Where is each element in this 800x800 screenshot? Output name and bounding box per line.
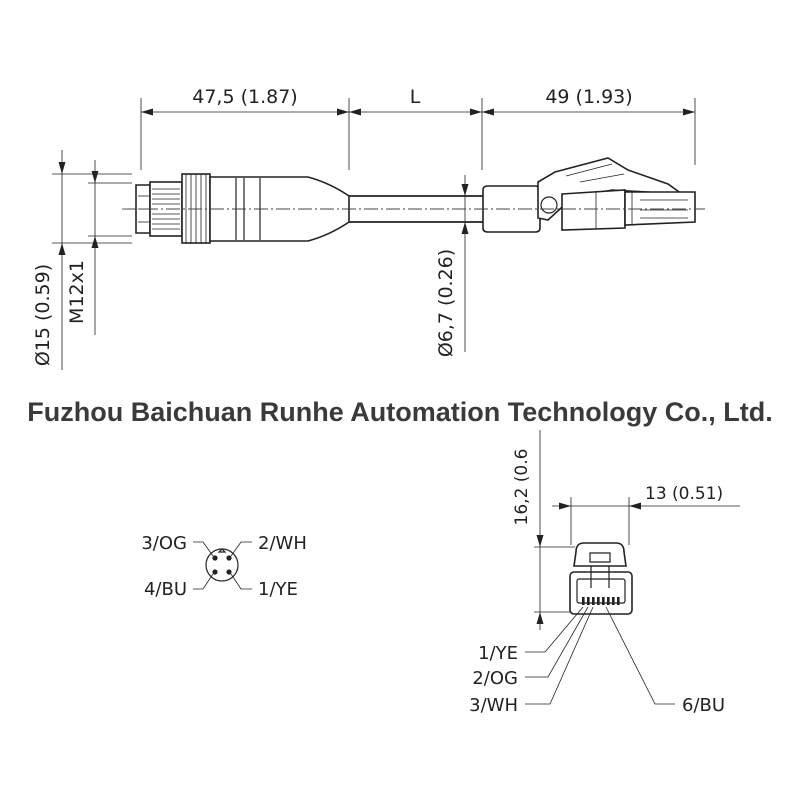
connector-length-label: 47,5 (1.87) <box>192 86 297 108</box>
cable-length-label: L <box>410 86 421 108</box>
rj45-pin-6-label: 6/BU <box>682 695 725 716</box>
top-dimensions: 47,5 (1.87) L 49 (1.93) <box>140 86 696 170</box>
m12-pin-4-label: 4/BU <box>144 579 187 600</box>
m12-pin-3-label: 3/OG <box>141 533 187 554</box>
plug-width-label: 13 (0.51) <box>645 484 723 504</box>
rj45-plug-side <box>482 157 696 233</box>
rj45-pin-1-label: 1/YE <box>478 643 518 664</box>
m12-pin-diagram: 3/OG 2/WH 4/BU 1/YE <box>141 533 307 600</box>
cable: Ø6,7 (0.26) <box>349 175 483 357</box>
rj45-pin-3-label: 3/WH <box>469 695 518 716</box>
m12-pin-1-label: 1/YE <box>258 579 298 600</box>
m12-pin-2-label: 2/WH <box>258 533 307 554</box>
thread-hatching <box>152 188 180 230</box>
rj45-pin-2-label: 2/OG <box>472 668 518 689</box>
company-watermark: Fuzhou Baichuan Runhe Automation Technol… <box>27 397 772 427</box>
rj45-front-view: 16,2 (0.6 13 (0.51) 1/YE <box>469 430 740 716</box>
m12-connector <box>135 173 350 244</box>
plug-height-label: 16,2 (0.6 <box>512 449 532 526</box>
left-dimensions: Ø15 (0.59) M12x1 <box>32 150 132 370</box>
rj45-contacts <box>582 597 620 605</box>
outer-diameter-label: Ø15 (0.59) <box>32 264 54 366</box>
thread-label: M12x1 <box>66 260 88 324</box>
plug-length-label: 49 (1.93) <box>545 86 632 108</box>
cable-diameter-label: Ø6,7 (0.26) <box>435 249 457 357</box>
